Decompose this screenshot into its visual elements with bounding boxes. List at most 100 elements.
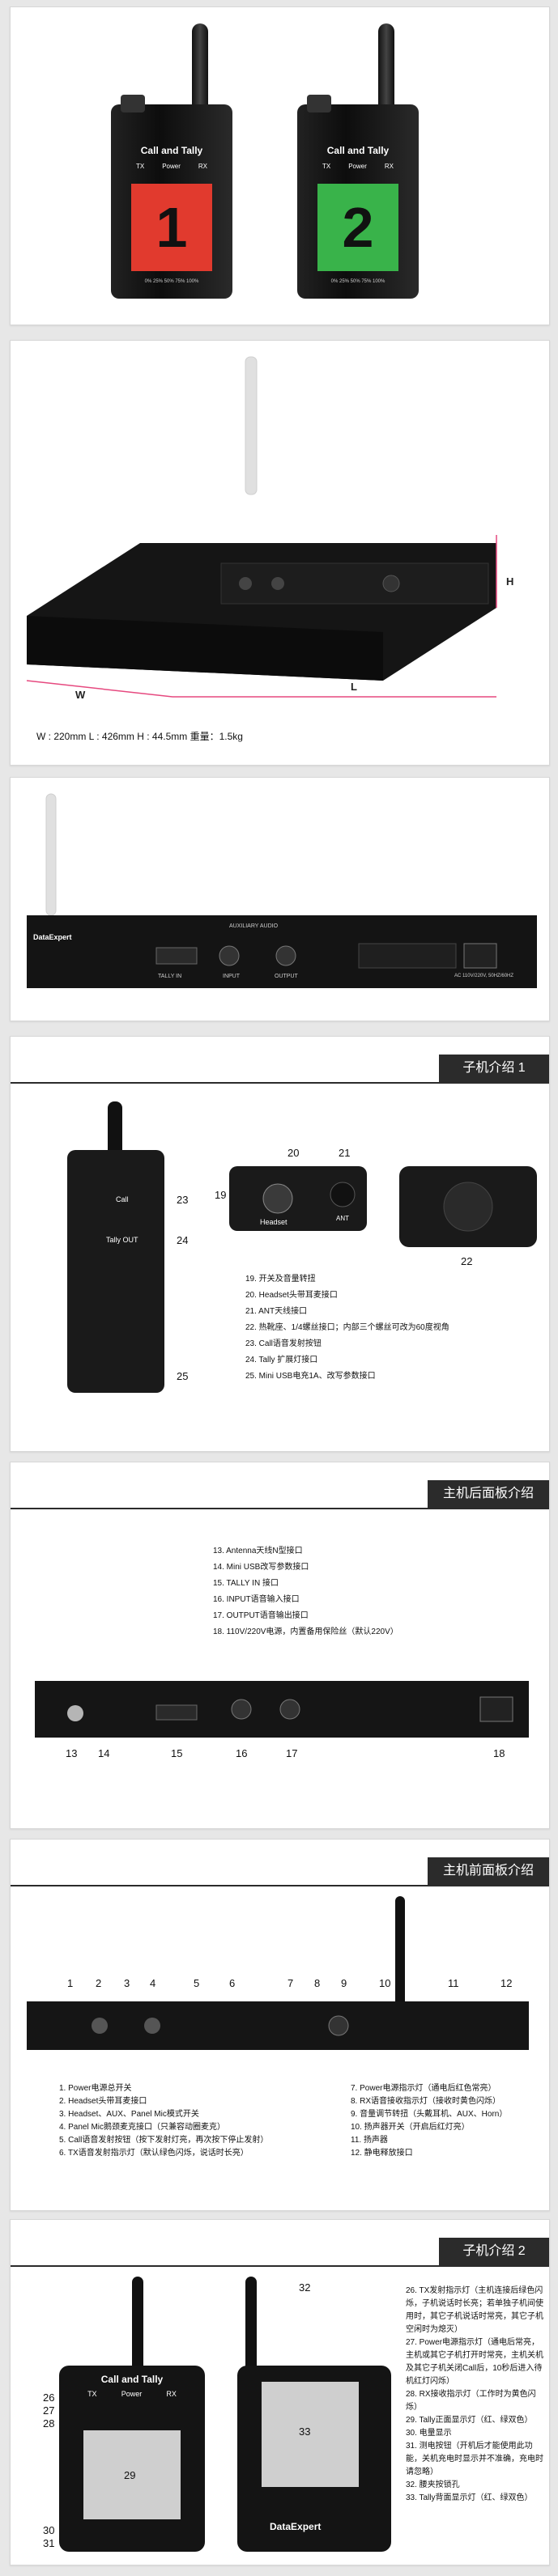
aux-label: AUXILIARY AUDIO (229, 923, 279, 929)
headset-label: Headset (260, 1218, 288, 1226)
rear-panel-illustration (35, 1681, 529, 1738)
feature-item: 33. Tally背面显示灯（红、绿双色） (406, 2493, 533, 2502)
section-title: 主机前面板介绍 (428, 1857, 549, 1885)
battery-scale: 0% 25% 50% 75% 100% (330, 279, 385, 284)
tally-port-icon (155, 1704, 198, 1721)
led-tx: TX (135, 163, 145, 170)
feature-item: 13. Antenna天线N型接口 (213, 1547, 303, 1555)
feature-item: 1. Power电源总开关 (59, 2084, 132, 2093)
handset-intro-1-panel: 子机介绍 1 Call Tally OUT Headset ANT 20 21 … (10, 1036, 550, 1452)
front-list-right: 7. Power电源指示灯（通电后红色常亮） 8. RX语音接收指示灯（接收时黄… (351, 2082, 537, 2160)
section-divider (11, 1508, 549, 1509)
callout-22: 22 (461, 1255, 473, 1267)
section-divider (11, 1885, 549, 1886)
antenna-icon (245, 2277, 257, 2382)
hero-transmitters-panel: Call and Tally TX Power RX 1 0% 25% 50% … (10, 6, 550, 325)
xlr-icon (144, 2018, 160, 2034)
feature-list: 19. 开关及音量转扭 20. Headset头带耳麦接口 21. ANT天线接… (245, 1271, 449, 1385)
callout-12: 12 (500, 1977, 513, 1989)
callout-32: 32 (299, 2281, 311, 2294)
rack-unit-illustration (26, 356, 497, 698)
handset-front-back-illustration (59, 2277, 391, 2552)
rear-panel-intro-panel: 主机后面板介绍 13. Antenna天线N型接口 14. Mini USB改写… (10, 1462, 550, 1829)
feature-item: 14. Mini USB改写参数接口 (213, 1563, 309, 1572)
led-rx: RX (384, 163, 394, 170)
antenna-icon (245, 356, 258, 495)
feature-item: 8. RX语音接收指示灯（接收时黄色闪烁） (351, 2097, 501, 2106)
feature-item: 25. Mini USB电充1A、改写参数接口 (245, 1372, 376, 1381)
feature-item: 31. 测电按钮（开机后才能使用此功能，关机充电时显示并不准确，充电时请忽略） (406, 2442, 543, 2476)
tally-number-display: 1 (131, 184, 212, 271)
section-divider (11, 2265, 549, 2267)
tally-port-icon (155, 947, 198, 965)
handset-intro-2-panel: 子机介绍 2 Call and Tally TX Power RX DataEx… (10, 2219, 550, 2565)
section-title: 子机介绍 2 (439, 2238, 549, 2265)
callout-24: 24 (177, 1234, 189, 1246)
hot-shoe-icon (443, 1182, 493, 1232)
feature-item: 27. Power电源指示灯（通电后常亮，主机或其它子机打开时常亮，主机关机及其… (406, 2338, 543, 2386)
rear-photo-panel: DataExpert TALLY IN INPUT OUTPUT AUXILIA… (10, 777, 550, 1021)
transmitter-title: Call and Tally (140, 145, 203, 156)
xlr-icon (231, 1699, 252, 1720)
front-panel-illustration (27, 1896, 529, 2050)
feature-item: 3. Headset、AUX、Panel Mic模式开关 (59, 2110, 199, 2119)
knob-icon (307, 95, 331, 112)
callout-23: 23 (177, 1194, 189, 1206)
feature-item: 21. ANT天线接口 (245, 1307, 308, 1316)
xlr-icon (279, 1699, 300, 1720)
callout-4: 4 (150, 1977, 156, 1989)
power-socket-icon (463, 943, 497, 969)
feature-item: 19. 开关及音量转扭 (245, 1275, 316, 1284)
rack-rear-illustration (27, 793, 537, 988)
callout-21: 21 (339, 1147, 351, 1159)
feature-item: 22. 热靴座、1/4螺丝接口；内部三个螺丝可改为60度视角 (245, 1323, 449, 1332)
callout-30: 30 (43, 2524, 55, 2536)
feature-item: 6. TX语音发射指示灯（默认绿色闪烁，说话时长亮） (59, 2149, 249, 2158)
callout-11: 11 (448, 1977, 459, 1989)
front-list-left: 1. Power电源总开关 2. Headset头带耳麦接口 3. Headse… (59, 2082, 310, 2160)
ant-port-icon (330, 1182, 356, 1207)
callout-26: 26 (43, 2391, 55, 2404)
callout-7: 7 (288, 1977, 294, 1989)
callout-3: 3 (124, 1977, 130, 1989)
led-labels: TX Power RX (127, 163, 216, 170)
feature-item: 15. TALLY IN 接口 (213, 1579, 279, 1588)
tally-front-display (83, 2430, 181, 2519)
battery-scale: 0% 25% 50% 75% 100% (144, 279, 199, 284)
antenna-icon (395, 1896, 405, 2018)
vent-icon (358, 943, 457, 969)
callout-33: 33 (299, 2425, 311, 2438)
transmitter-1: Call and Tally TX Power RX 1 0% 25% 50% … (111, 23, 232, 315)
callout-16: 16 (236, 1747, 248, 1759)
feature-item: 20. Headset头带耳麦接口 (245, 1291, 338, 1300)
handset-illustration (67, 1101, 537, 1393)
callout-28: 28 (43, 2417, 55, 2430)
front-callouts: 1 2 3 4 5 6 7 8 9 10 11 12 (11, 1977, 549, 1993)
power-socket-icon (479, 1696, 513, 1722)
callout-2: 2 (96, 1977, 102, 1989)
antenna-icon (132, 2277, 143, 2382)
feature-item: 17. OUTPUT语音输出接口 (213, 1611, 309, 1620)
width-dimension-line (26, 680, 173, 698)
input-label: INPUT (223, 974, 240, 979)
knob-icon (328, 2015, 349, 2036)
section-title: 主机后面板介绍 (428, 1480, 549, 1508)
handset-top (229, 1166, 367, 1231)
led-power: Power (121, 2390, 143, 2398)
antenna-connector-icon (67, 1705, 83, 1721)
device-brand: DataExpert (270, 2521, 322, 2532)
tally-in-label: TALLY IN (158, 974, 182, 979)
tally-out-label: Tally OUT (106, 1236, 138, 1244)
xlr-icon (239, 577, 252, 590)
callout-13: 13 (66, 1747, 78, 1759)
transmitter-2: Call and Tally TX Power RX 2 0% 25% 50% … (297, 23, 419, 315)
callout-17: 17 (286, 1747, 298, 1759)
callout-10: 10 (379, 1977, 391, 1989)
section-divider (11, 1082, 549, 1084)
feature-item: 9. 音量调节转扭（头戴耳机、AUX、Horn） (351, 2110, 508, 2119)
led-power: Power (162, 163, 181, 170)
feature-item: 29. Tally正面显示灯（红、绿双色） (406, 2416, 533, 2425)
rack-front-panel (220, 562, 489, 605)
handset-side (67, 1150, 164, 1393)
knob-icon (121, 95, 145, 112)
